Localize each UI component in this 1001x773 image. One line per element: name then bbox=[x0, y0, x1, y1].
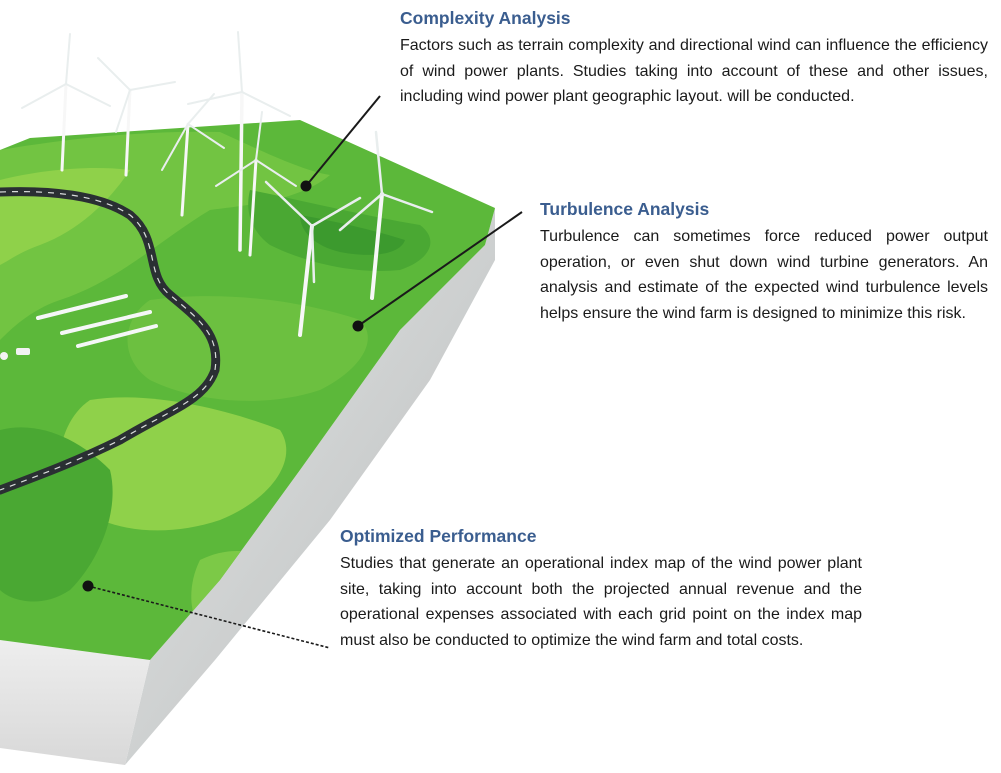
terrain-top bbox=[0, 120, 495, 660]
wind-turbine-icon bbox=[97, 57, 176, 177]
complexity-analysis-note: Complexity Analysis Factors such as terr… bbox=[400, 8, 988, 110]
wind-turbine-icon bbox=[264, 180, 362, 337]
road-markings bbox=[0, 191, 217, 491]
wind-turbine-icon bbox=[215, 111, 297, 257]
wind-turbine-icon bbox=[161, 93, 225, 217]
complexity-analysis-body: Factors such as terrain complexity and d… bbox=[400, 37, 988, 105]
solar-panel-icon bbox=[36, 294, 158, 348]
wind-turbine-icon bbox=[187, 31, 291, 252]
optimized-performance-note: Optimized Performance Studies that gener… bbox=[340, 526, 862, 653]
turbulence-analysis-body: Turbulence can sometimes force reduced p… bbox=[540, 228, 988, 322]
complexity-analysis-title: Complexity Analysis bbox=[400, 8, 571, 28]
callout-optimized bbox=[82, 580, 331, 649]
turbulence-analysis-note: Turbulence Analysis Turbulence can somet… bbox=[540, 199, 988, 326]
optimized-performance-title: Optimized Performance bbox=[340, 526, 537, 546]
block-side-front bbox=[0, 640, 150, 765]
vehicle-icon bbox=[0, 348, 30, 360]
block-side-right bbox=[125, 208, 495, 765]
wind-turbine-group bbox=[21, 31, 434, 337]
optimized-performance-body: Studies that generate an operational ind… bbox=[340, 555, 862, 649]
callout-turbulence bbox=[352, 211, 523, 332]
turbulence-analysis-title: Turbulence Analysis bbox=[540, 199, 710, 219]
wind-turbine-icon bbox=[338, 130, 434, 300]
wind-turbine-icon bbox=[21, 33, 111, 172]
callout-complexity bbox=[300, 95, 381, 192]
